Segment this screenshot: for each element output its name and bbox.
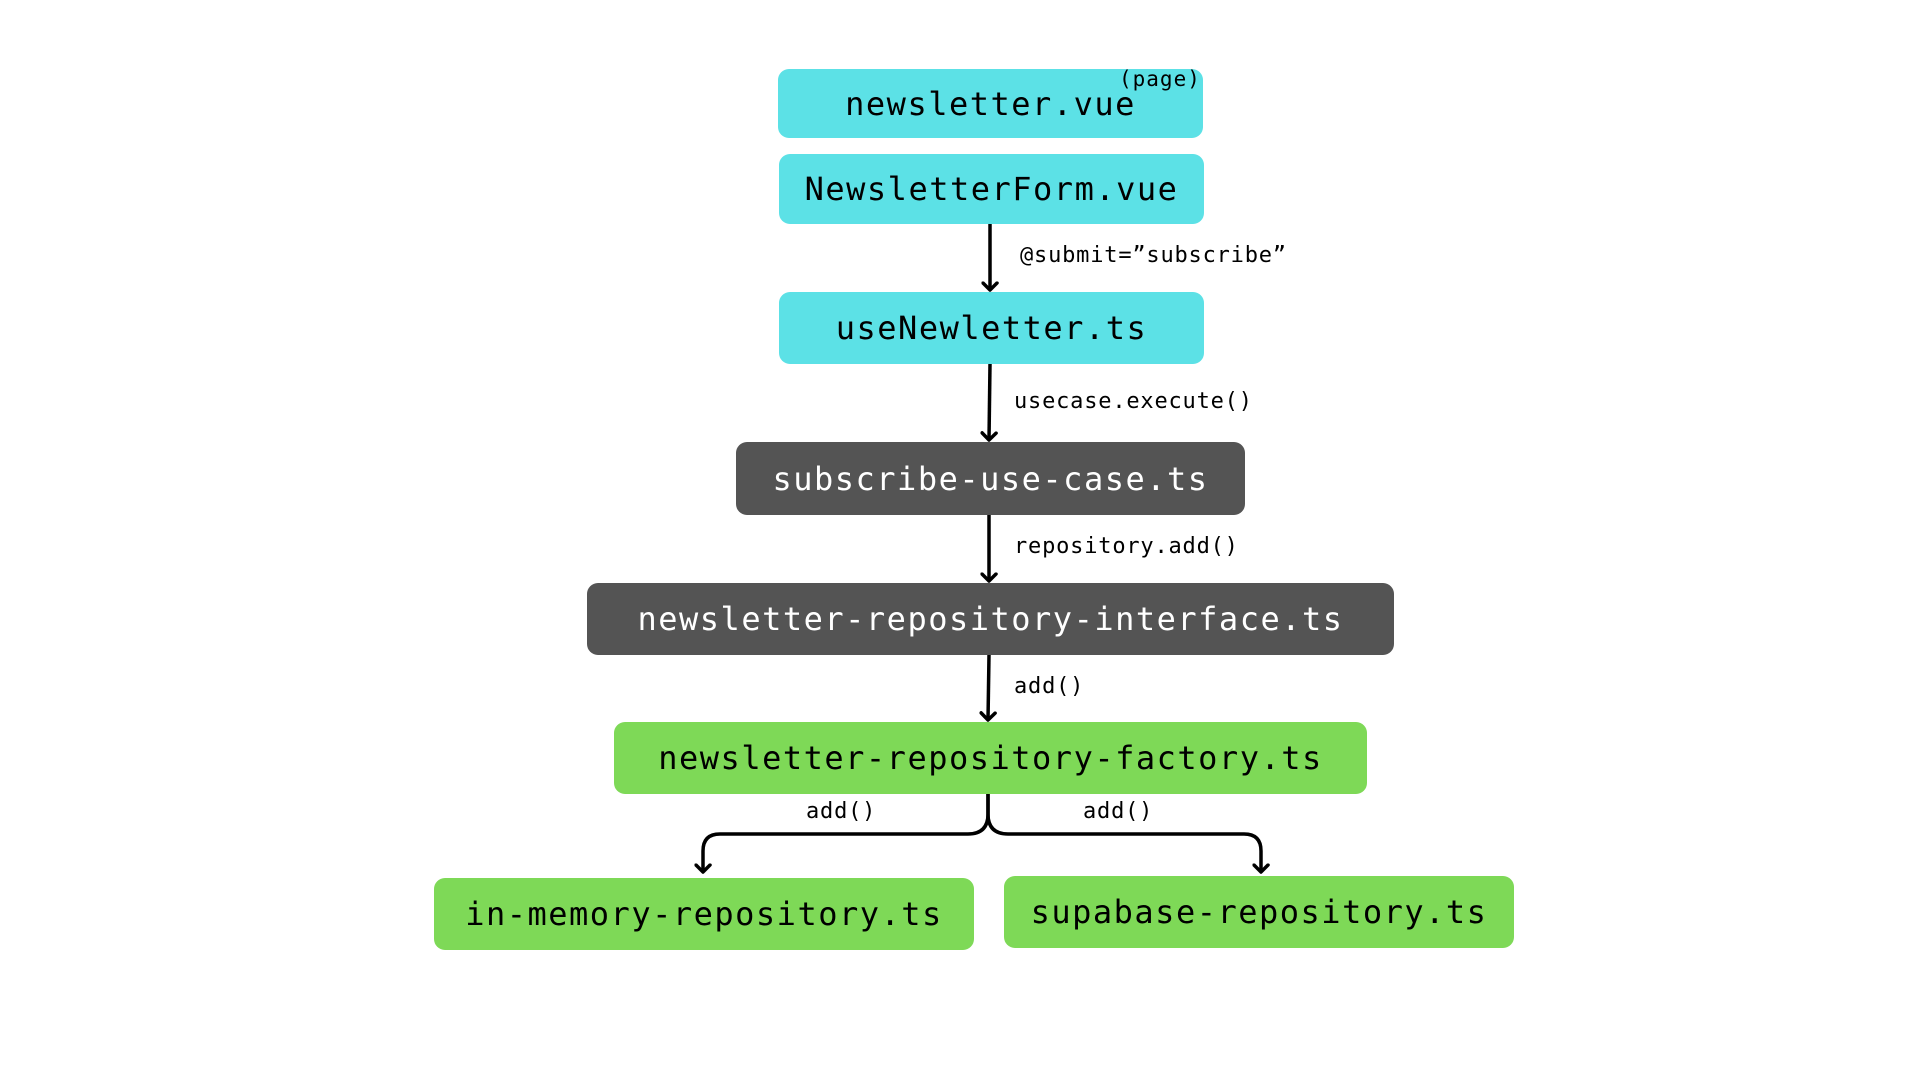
node-use-newsletter: useNewletter.ts bbox=[779, 292, 1204, 364]
arrow-composable-to-use-case bbox=[980, 363, 998, 442]
node-repository-factory-label: newsletter-repository-factory.ts bbox=[658, 739, 1323, 777]
arrow-factory-to-in-memory bbox=[694, 794, 990, 874]
node-subscribe-use-case-label: subscribe-use-case.ts bbox=[772, 459, 1209, 498]
arrow-interface-to-factory bbox=[979, 654, 997, 722]
edge-label-factory-add-right: add() bbox=[1083, 799, 1154, 824]
node-repository-interface: newsletter-repository-interface.ts bbox=[587, 583, 1394, 655]
node-newsletter-page: newsletter.vue bbox=[778, 69, 1203, 138]
node-in-memory-repository: in-memory-repository.ts bbox=[434, 878, 974, 950]
node-use-newsletter-label: useNewletter.ts bbox=[835, 309, 1148, 347]
node-newsletter-page-label: newsletter.vue bbox=[845, 84, 1136, 123]
node-subscribe-use-case: subscribe-use-case.ts bbox=[736, 442, 1245, 515]
edge-label-interface-add: add() bbox=[1014, 674, 1085, 699]
node-repository-factory: newsletter-repository-factory.ts bbox=[614, 722, 1367, 794]
node-in-memory-repository-label: in-memory-repository.ts bbox=[465, 895, 943, 933]
edge-label-repository-add: repository.add() bbox=[1014, 534, 1239, 559]
node-newsletter-form: NewsletterForm.vue bbox=[779, 154, 1204, 224]
node-repository-interface-label: newsletter-repository-interface.ts bbox=[637, 600, 1344, 638]
edge-label-usecase-execute: usecase.execute() bbox=[1014, 389, 1253, 414]
node-supabase-repository-label: supabase-repository.ts bbox=[1030, 893, 1488, 931]
node-newsletter-page-tag: (page) bbox=[1119, 67, 1201, 91]
node-supabase-repository: supabase-repository.ts bbox=[1004, 876, 1514, 948]
arrow-factory-to-supabase bbox=[986, 794, 1270, 874]
edge-label-submit: @submit=”subscribe” bbox=[1020, 243, 1287, 268]
edge-label-factory-add-left: add() bbox=[806, 799, 877, 824]
node-newsletter-form-label: NewsletterForm.vue bbox=[804, 170, 1179, 208]
